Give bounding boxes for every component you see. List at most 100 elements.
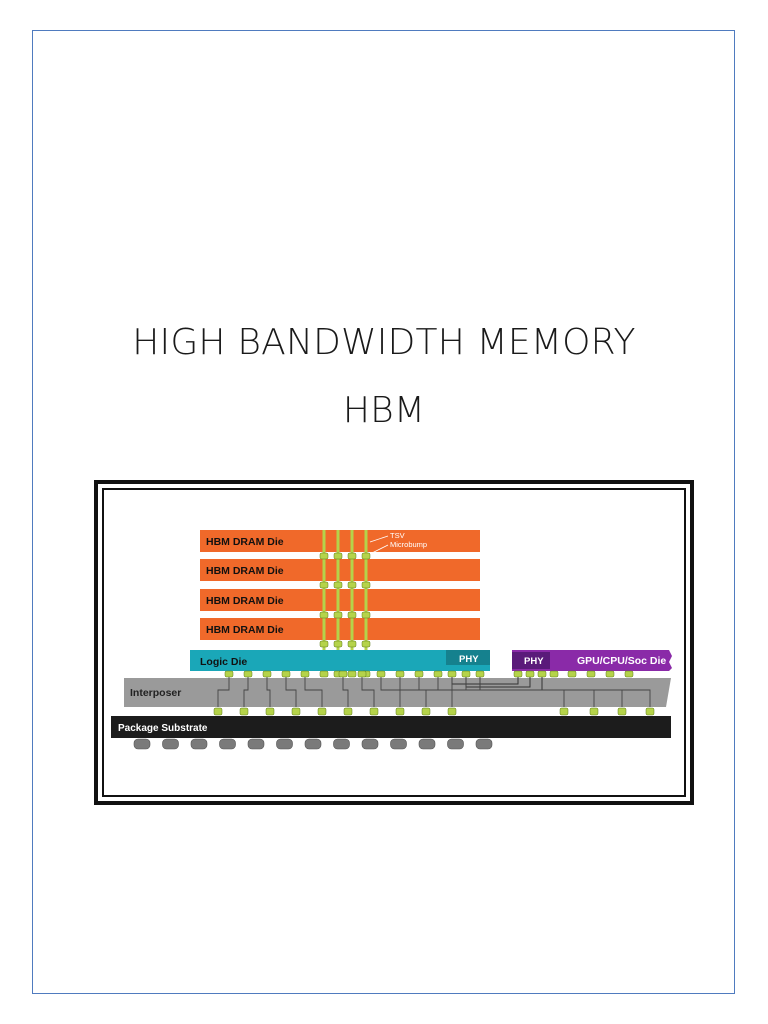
solder-ball (247, 738, 265, 750)
microbump (319, 670, 329, 678)
microbump (461, 670, 471, 678)
c4-bump (369, 707, 379, 716)
microbump (347, 552, 357, 560)
interposer-wire (418, 677, 453, 707)
interposer-wire (399, 677, 427, 707)
solder-ball (475, 738, 493, 750)
tsv (364, 530, 368, 650)
dram-die (200, 559, 480, 581)
dram-stack: HBM DRAM Die HBM DRAM Die HBM DRAM Die H… (200, 530, 480, 640)
interposer-wire (380, 677, 401, 707)
interposer (124, 678, 671, 707)
microbump (567, 670, 577, 678)
microbump (357, 670, 367, 678)
interposer-wire (479, 677, 651, 707)
solder-ball (276, 738, 293, 750)
tsv-label: TSV (390, 531, 405, 540)
logic-phy (446, 650, 490, 665)
tsv-leader-line (369, 535, 389, 543)
solder-ball (133, 738, 151, 750)
c4-bump (617, 707, 627, 716)
interposer-wire (342, 677, 349, 707)
microbump (333, 611, 343, 619)
c4-bump (447, 707, 457, 716)
microbump (319, 581, 329, 589)
package-substrate-label: Package Substrate (118, 723, 208, 734)
c4-bump (265, 707, 275, 716)
document-title: HIGH BANDWIDTH MEMORY (132, 322, 636, 363)
interconnects (133, 530, 655, 750)
microbump (395, 670, 405, 678)
gpu-die (512, 650, 672, 671)
microbump (361, 581, 371, 589)
microbump (414, 670, 424, 678)
microbump (549, 670, 559, 678)
interposer-wire (304, 677, 323, 707)
solder-ball (447, 738, 464, 750)
microbump (361, 640, 371, 648)
c4-bump (589, 707, 599, 716)
microbump (333, 581, 343, 589)
c4-bump (239, 707, 249, 716)
solder-ball (162, 738, 179, 750)
solder-ball (219, 738, 236, 750)
solder-ball (361, 738, 379, 750)
c4-bump (559, 707, 569, 716)
c4-bump (421, 707, 431, 716)
dram-die-label: HBM DRAM Die (206, 595, 284, 607)
tsv (322, 530, 326, 650)
c4-bump (343, 707, 353, 716)
hbm-diagram-figure: Package Substrate Interposer Logic Die P… (94, 480, 694, 805)
interposer-wire (243, 677, 249, 707)
microbump (447, 670, 457, 678)
microbump (376, 670, 386, 678)
microbump (525, 670, 535, 678)
logic-die (190, 650, 490, 671)
microbump-label: Microbump (390, 540, 427, 549)
dram-die (200, 530, 480, 552)
figure-inner-border (102, 488, 686, 797)
dram-die-label: HBM DRAM Die (206, 565, 284, 577)
microbump (333, 640, 343, 648)
c4-bump (213, 707, 223, 716)
interposer-wire (285, 677, 297, 707)
microbump (347, 670, 357, 678)
microbump (361, 611, 371, 619)
page-border (32, 30, 735, 994)
tsv (336, 530, 340, 650)
microbump (338, 670, 348, 678)
c4-bump (395, 707, 405, 716)
hbm-stack-diagram: Package Substrate Interposer Logic Die P… (94, 480, 694, 805)
microbump (347, 581, 357, 589)
logic-die-label: Logic Die (200, 656, 247, 668)
gpu-die-label: GPU/CPU/Soc Die (577, 655, 666, 667)
microbump (262, 670, 272, 678)
interposer-label: Interposer (130, 687, 181, 699)
c4-bump (317, 707, 327, 716)
interposer-wire (266, 677, 271, 707)
microbump (319, 640, 329, 648)
microbump (333, 552, 343, 560)
microbump (347, 640, 357, 648)
gpu-phy-label: PHY (524, 656, 544, 667)
microbump-leader-line (369, 544, 389, 555)
microbump (319, 552, 329, 560)
microbump (586, 670, 596, 678)
microbump (319, 611, 329, 619)
tsv (350, 530, 354, 650)
dram-die (200, 589, 480, 611)
gpu-phy (512, 652, 550, 669)
c4-bump (291, 707, 301, 716)
microbump (624, 670, 634, 678)
dram-die-label: HBM DRAM Die (206, 624, 284, 636)
interposer-wire (361, 677, 375, 707)
document-subtitle: HBM (342, 390, 426, 431)
package-substrate (111, 716, 671, 738)
solder-ball (390, 738, 407, 750)
microbump (537, 670, 547, 678)
interposer-wire (217, 677, 230, 707)
c4-bump (645, 707, 655, 716)
microbump (300, 670, 310, 678)
microbump (361, 552, 371, 560)
microbump (224, 670, 234, 678)
